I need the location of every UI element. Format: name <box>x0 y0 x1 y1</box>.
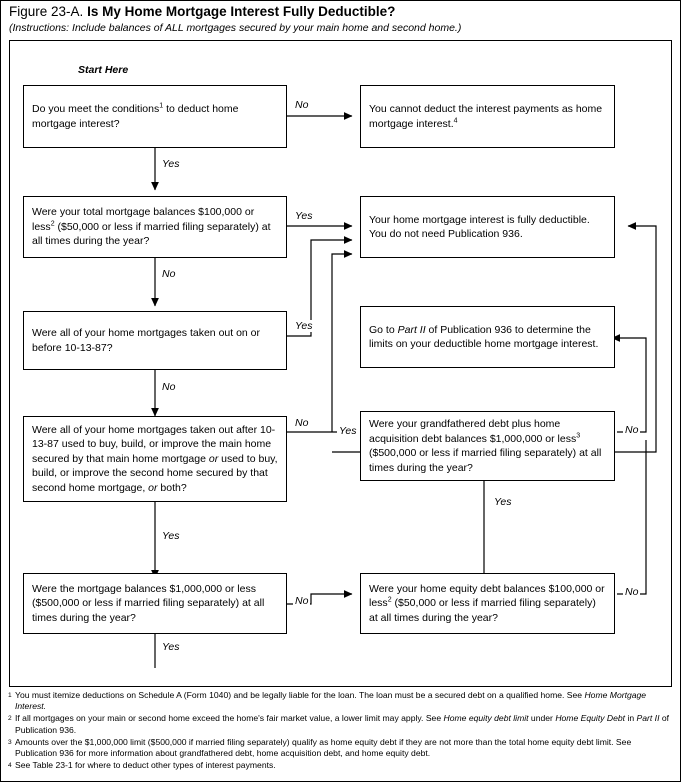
figure-question: Is My Home Mortgage Interest Fully Deduc… <box>87 4 396 19</box>
edge-label-q3-no: No <box>160 381 178 393</box>
footnote-1-text: You must itemize deductions on Schedule … <box>15 690 647 712</box>
node-q1-text: Do you meet the conditions1 to deduct ho… <box>32 102 239 130</box>
edge-label-q5-no: No <box>623 424 641 436</box>
node-q3[interactable]: Were all of your home mortgages taken ou… <box>23 311 287 370</box>
node-q3-text: Were all of your home mortgages taken ou… <box>32 327 261 354</box>
edge-label-q1-no: No <box>293 99 311 111</box>
node-q6-text: Were the mortgage balances $1,000,000 or… <box>32 582 265 624</box>
start-here-label: Start Here <box>78 64 129 76</box>
edge-label-q6-yes: Yes <box>160 641 182 653</box>
edge-label-q7-yes: Yes <box>492 496 514 508</box>
node-q4[interactable]: Were all of your home mortgages taken ou… <box>23 416 287 502</box>
footnote-2-text: If all mortgages on your main or second … <box>15 713 670 735</box>
node-cannot-deduct[interactable]: You cannot deduct the interest payments … <box>360 85 615 148</box>
footnote-3-text: Amounts over the $1,000,000 limit ($500,… <box>15 736 632 759</box>
node-q6[interactable]: Were the mortgage balances $1,000,000 or… <box>23 573 287 634</box>
node-q5-text: Were your grandfathered debt plus home a… <box>369 418 602 474</box>
edge-label-q2-no: No <box>160 268 178 280</box>
node-q2-text: Were your total mortgage balances $100,0… <box>32 206 271 248</box>
edge-label-q6-no: No <box>293 595 311 607</box>
footnote-3-marker: 3 <box>8 738 12 746</box>
footnote-2-marker: 2 <box>8 715 12 723</box>
edge-label-q5-yes-in: Yes <box>337 425 359 437</box>
node-go-to-part-ii[interactable]: Go to Part II of Publication 936 to dete… <box>360 306 615 368</box>
node-go-to-part-ii-text: Go to Part II of Publication 936 to dete… <box>369 323 599 351</box>
node-cannot-deduct-text: You cannot deduct the interest payments … <box>369 103 603 130</box>
node-q4-text: Were all of your home mortgages taken ou… <box>32 423 278 494</box>
flowchart-frame <box>9 40 672 687</box>
edge-label-q3-yes: Yes <box>293 320 315 332</box>
footnote-4-text: See Table 23-1 for where to deduct other… <box>15 759 276 770</box>
footnote-4-marker: 4 <box>8 761 12 769</box>
node-q7[interactable]: Were your home equity debt balances $100… <box>360 573 615 634</box>
node-fully-deductible-text: Your home mortgage interest is fully ded… <box>369 213 590 241</box>
node-q1[interactable]: Do you meet the conditions1 to deduct ho… <box>23 85 287 148</box>
page-subtitle: (Instructions: Include balances of ALL m… <box>9 22 462 34</box>
node-q2[interactable]: Were your total mortgage balances $100,0… <box>23 196 287 258</box>
page-title: Figure 23-A. Is My Home Mortgage Interes… <box>9 4 669 20</box>
footnote-1-marker: 1 <box>8 692 12 699</box>
figure-label: Figure 23-A. <box>9 4 84 19</box>
edge-label-q2-yes: Yes <box>293 210 315 222</box>
edge-label-q4-yes: Yes <box>160 530 182 542</box>
edge-label-q1-yes: Yes <box>160 158 182 170</box>
node-q7-text: Were your home equity debt balances $100… <box>369 582 605 624</box>
node-fully-deductible[interactable]: Your home mortgage interest is fully ded… <box>360 196 615 258</box>
edge-label-q7-no: No <box>623 586 641 598</box>
edge-label-q4-no: No <box>293 417 311 429</box>
node-q5[interactable]: Were your grandfathered debt plus home a… <box>360 411 615 481</box>
